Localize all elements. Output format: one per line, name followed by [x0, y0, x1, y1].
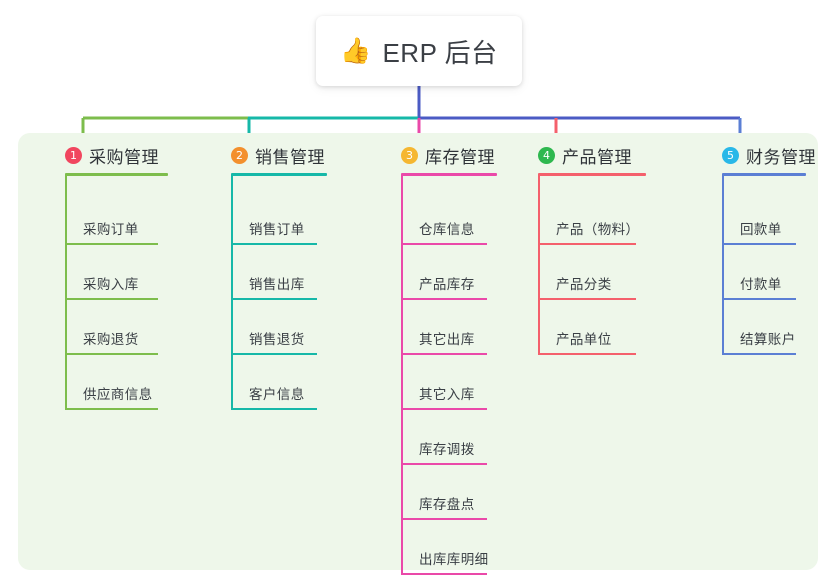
leaf-item[interactable]: 库存盘点 [401, 490, 487, 520]
leaf-item-rule [538, 353, 636, 355]
leaf-item-rule [401, 408, 487, 410]
leaf-item-rule [231, 298, 317, 300]
leaf-item-rule [401, 518, 487, 520]
column-badge-2: 2 [231, 147, 248, 164]
leaf-item[interactable]: 采购订单 [65, 215, 158, 245]
leaf-item-rule [401, 298, 487, 300]
leaf-item[interactable]: 供应商信息 [65, 380, 158, 410]
leaf-item[interactable]: 结算账户 [722, 325, 796, 355]
column-header-3[interactable]: 3 库存管理 [401, 143, 495, 168]
leaf-item-label: 仓库信息 [419, 222, 475, 237]
leaf-item[interactable]: 销售订单 [231, 215, 317, 245]
leaf-item-label: 库存盘点 [419, 497, 475, 512]
column-badge-3: 3 [401, 147, 418, 164]
leaf-item[interactable]: 回款单 [722, 215, 796, 245]
column-title-4: 产品管理 [562, 148, 632, 167]
leaf-item[interactable]: 出库库明细 [401, 545, 489, 575]
column-rule-4 [538, 173, 646, 176]
leaf-item-rule [65, 408, 158, 410]
leaf-item[interactable]: 产品单位 [538, 325, 636, 355]
leaf-item[interactable]: 仓库信息 [401, 215, 487, 245]
leaf-item-label: 客户信息 [249, 387, 305, 402]
column-title-3: 库存管理 [425, 148, 495, 167]
column-spine-2 [231, 175, 233, 410]
leaf-item-label: 采购退货 [83, 332, 139, 347]
leaf-item[interactable]: 产品库存 [401, 270, 487, 300]
leaf-item-rule [722, 243, 796, 245]
leaf-item-label: 销售退货 [249, 332, 305, 347]
leaf-item-label: 其它出库 [419, 332, 475, 347]
leaf-item-label: 产品（物料） [556, 222, 640, 237]
leaf-item-rule [65, 298, 158, 300]
column-rule-2 [231, 173, 327, 176]
leaf-item-label: 产品单位 [556, 332, 612, 347]
column-badge-1: 1 [65, 147, 82, 164]
leaf-item[interactable]: 客户信息 [231, 380, 317, 410]
column-spine-4 [538, 175, 540, 355]
leaf-item-label: 销售出库 [249, 277, 305, 292]
leaf-item-label: 库存调拨 [419, 442, 475, 457]
leaf-item-rule [231, 353, 317, 355]
column-header-4[interactable]: 4 产品管理 [538, 143, 632, 168]
leaf-item[interactable]: 其它入库 [401, 380, 487, 410]
leaf-item-label: 出库库明细 [419, 552, 489, 567]
column-header-1[interactable]: 1 采购管理 [65, 143, 159, 168]
root-node-title: ERP 后台 [382, 37, 498, 68]
leaf-item-rule [538, 298, 636, 300]
column-badge-5: 5 [722, 147, 739, 164]
leaf-item[interactable]: 销售退货 [231, 325, 317, 355]
leaf-item-label: 付款单 [740, 277, 782, 292]
leaf-item-rule [722, 353, 796, 355]
column-rule-1 [65, 173, 168, 176]
column-title-5: 财务管理 [746, 148, 816, 167]
column-header-2[interactable]: 2 销售管理 [231, 143, 325, 168]
leaf-item-rule [231, 243, 317, 245]
leaf-item[interactable]: 采购入库 [65, 270, 158, 300]
root-node-card[interactable]: 👍 ERP 后台 [316, 16, 522, 86]
column-spine-5 [722, 175, 724, 355]
leaf-item-label: 销售订单 [249, 222, 305, 237]
column-spine-3 [401, 175, 403, 575]
leaf-item[interactable]: 付款单 [722, 270, 796, 300]
leaf-item[interactable]: 产品（物料） [538, 215, 640, 245]
leaf-item-rule [401, 463, 487, 465]
leaf-item-label: 结算账户 [740, 332, 796, 347]
leaf-item[interactable]: 销售出库 [231, 270, 317, 300]
leaf-item-rule [401, 573, 487, 575]
leaf-item[interactable]: 其它出库 [401, 325, 487, 355]
leaf-item-rule [401, 353, 487, 355]
leaf-item-label: 采购入库 [83, 277, 139, 292]
leaf-item-label: 采购订单 [83, 222, 139, 237]
leaf-item[interactable]: 产品分类 [538, 270, 636, 300]
leaf-item-label: 产品库存 [419, 277, 475, 292]
leaf-item[interactable]: 库存调拨 [401, 435, 487, 465]
leaf-item-rule [538, 243, 636, 245]
column-rule-5 [722, 173, 806, 176]
column-header-5[interactable]: 5 财务管理 [722, 143, 816, 168]
leaf-item-label: 供应商信息 [83, 387, 153, 402]
column-title-2: 销售管理 [255, 148, 325, 167]
leaf-item-rule [722, 298, 796, 300]
leaf-item-label: 其它入库 [419, 387, 475, 402]
column-rule-3 [401, 173, 497, 176]
column-title-1: 采购管理 [89, 148, 159, 167]
leaf-item-label: 产品分类 [556, 277, 612, 292]
column-badge-4: 4 [538, 147, 555, 164]
leaf-item-rule [401, 243, 487, 245]
thumbs-up-icon: 👍 [340, 36, 372, 65]
mindmap-panel: 1 采购管理采购订单采购入库采购退货供应商信息 2 销售管理销售订单销售出库销售退货客… [18, 133, 818, 575]
leaf-item-rule [65, 353, 158, 355]
leaf-item[interactable]: 采购退货 [65, 325, 158, 355]
leaf-item-rule [231, 408, 317, 410]
root-node-content: 👍 ERP 后台 [340, 33, 497, 70]
leaf-item-rule [65, 243, 158, 245]
column-spine-1 [65, 175, 67, 410]
leaf-item-label: 回款单 [740, 222, 782, 237]
